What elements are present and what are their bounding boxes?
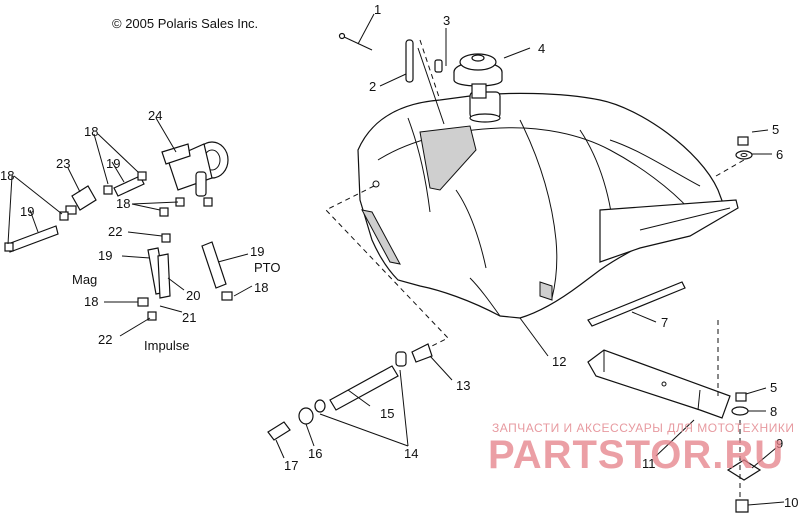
callout-12: 12	[552, 354, 566, 369]
callout-22-low: 22	[98, 332, 112, 347]
callout-23: 23	[56, 156, 70, 171]
callout-7: 7	[661, 315, 668, 330]
assembly-lines	[325, 39, 745, 500]
callout-18-top: 18	[84, 124, 98, 139]
callout-19-mag: 19	[98, 248, 112, 263]
callout-14: 14	[404, 446, 418, 461]
callout-17: 17	[284, 458, 298, 473]
copyright-text: © 2005 Polaris Sales Inc.	[112, 16, 258, 31]
hoses-and-clamps	[4, 171, 233, 321]
callout-1: 1	[374, 2, 381, 17]
fuel-line-parts	[267, 343, 433, 441]
tank-bracket	[587, 349, 731, 419]
callout-18-left: 18	[0, 168, 14, 183]
callout-19-top: 19	[106, 156, 120, 171]
caption-impulse: Impulse	[144, 338, 190, 353]
callout-4: 4	[538, 41, 545, 56]
watermark-logo: PARTSTOR.RU	[488, 433, 784, 477]
callout-6: 6	[776, 147, 783, 162]
callout-9: 9	[776, 436, 783, 451]
callout-15: 15	[380, 406, 394, 421]
callout-8: 8	[770, 404, 777, 419]
fuel-valve	[161, 141, 229, 197]
callout-24: 24	[148, 108, 162, 123]
callout-20: 20	[186, 288, 200, 303]
callout-19-left: 19	[20, 204, 34, 219]
callout-11: 11	[642, 456, 656, 471]
callout-18-low: 18	[84, 294, 98, 309]
callout-22-mid: 22	[108, 224, 122, 239]
watermark: ЗАПЧАСТИ И АКСЕССУАРЫ ДЛЯ МОТОТЕХНИКИ PA…	[488, 421, 794, 477]
callout-10: 10	[784, 495, 798, 510]
callout-5-top: 5	[772, 122, 779, 137]
leader-lines	[7, 13, 785, 506]
callout-3: 3	[443, 13, 450, 28]
tank-strap	[587, 281, 686, 327]
callout-18-pto: 18	[254, 280, 268, 295]
fuel-filter	[65, 185, 97, 215]
fuel-cap	[453, 53, 503, 99]
callout-13: 13	[456, 378, 470, 393]
hardware	[726, 136, 762, 513]
watermark-tagline: ЗАПЧАСТИ И АКСЕССУАРЫ ДЛЯ МОТОТЕХНИКИ	[492, 421, 794, 435]
fuel-tank	[357, 91, 739, 319]
callout-16: 16	[308, 446, 322, 461]
caption-pto: PTO	[254, 260, 281, 275]
callout-19-pto: 19	[250, 244, 264, 259]
callout-18-mid: 18	[116, 196, 130, 211]
caption-mag: Mag	[72, 272, 97, 287]
callout-5-bottom: 5	[770, 380, 777, 395]
callout-2: 2	[369, 79, 376, 94]
callout-21: 21	[182, 310, 196, 325]
vent-parts	[338, 32, 443, 83]
